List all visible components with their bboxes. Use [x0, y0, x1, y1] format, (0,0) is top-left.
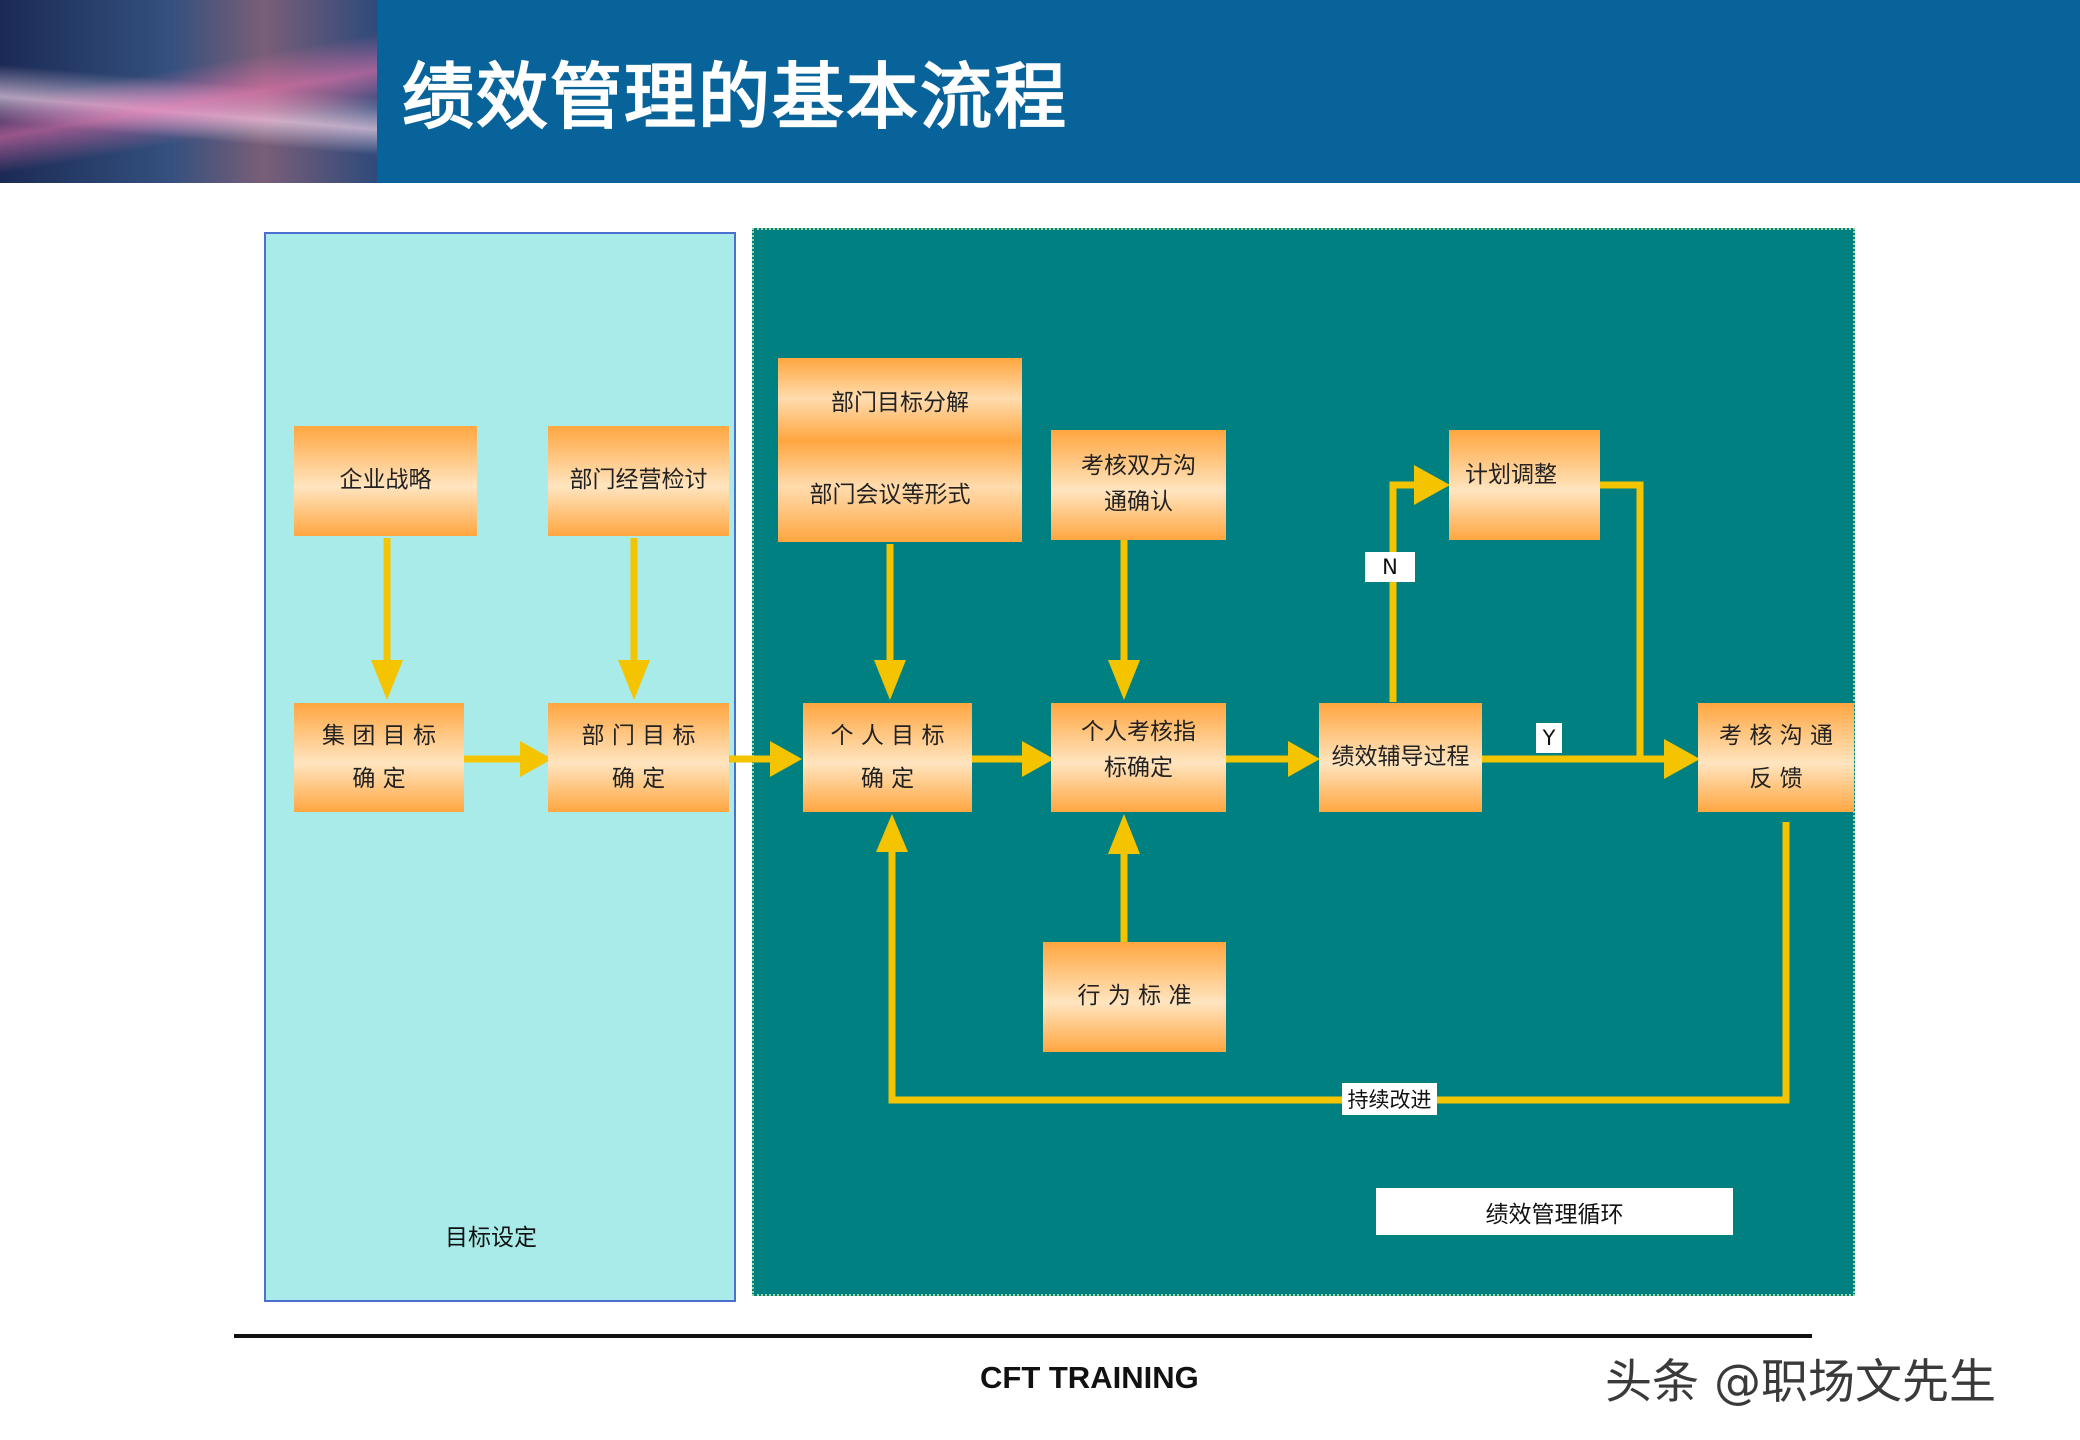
watermark: 头条 @职场文先生 — [1605, 1355, 1996, 1410]
footer-divider — [234, 1334, 1812, 1338]
box-dept-breakdown: 部门目标分解 部门会议等形式 — [778, 358, 1022, 542]
box-dept-review: 部门经营检讨 — [548, 426, 729, 536]
dept-breakdown-line1: 部门目标分解 — [831, 390, 969, 417]
dept-breakdown-line2: 部门会议等形式 — [809, 482, 971, 509]
box-dept-goal: 部 门 目 标 确 定 — [548, 703, 729, 812]
label-continuous-improvement: 持续改进 — [1342, 1083, 1437, 1115]
box-coaching-process: 绩效辅导过程 — [1319, 703, 1482, 812]
box-two-way-confirm: 考核双方沟 通确认 — [1051, 430, 1226, 540]
box-personal-goal: 个 人 目 标 确 定 — [803, 703, 972, 812]
box-group-goal: 集 团 目 标 确 定 — [294, 703, 464, 812]
page-title: 绩效管理的基本流程 — [402, 54, 1069, 139]
box-behavior-standard: 行 为 标 准 — [1043, 942, 1226, 1052]
box-feedback: 考 核 沟 通 反 馈 — [1698, 703, 1854, 812]
header-photo — [0, 0, 377, 183]
goal-setting-caption: 目标设定 — [445, 1225, 537, 1251]
loop-improvement — [888, 822, 1790, 1104]
footer-text: CFT TRAINING — [980, 1360, 1199, 1395]
header-bar: 绩效管理的基本流程 — [0, 0, 2080, 183]
box-plan-adjust: 计划调整 — [1449, 430, 1600, 540]
arrow-coaching-to-adjust — [1389, 481, 1416, 702]
box-corporate-strategy: 企业战略 — [294, 426, 477, 536]
label-no: N — [1365, 552, 1415, 582]
box-personal-kpi: 个人考核指 标确定 — [1051, 703, 1226, 812]
cycle-caption: 绩效管理循环 — [1376, 1188, 1733, 1235]
label-yes: Y — [1536, 723, 1562, 753]
line-adjust-to-feedback — [1598, 481, 1644, 759]
